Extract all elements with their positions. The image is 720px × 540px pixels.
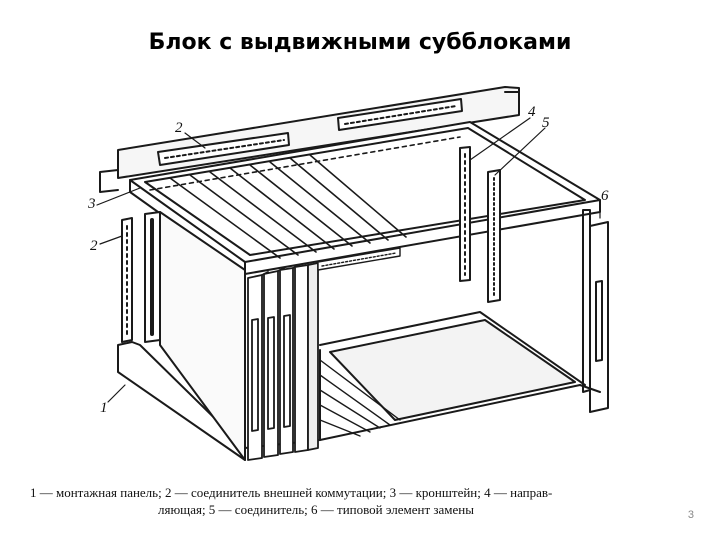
caption-line-1: 1 — монтажная панель; 2 — соединитель вн… <box>30 485 553 500</box>
label-4: 4 <box>528 104 536 120</box>
label-2-left: 2 <box>90 238 98 254</box>
label-6: 6 <box>601 188 609 204</box>
caption-line-2: ляющая; 5 — соединитель; 6 — типовой эле… <box>158 502 474 517</box>
label-1: 1 <box>100 400 108 416</box>
sub-blocks <box>247 262 319 461</box>
leader-lines <box>96 117 601 403</box>
top-guides <box>149 136 461 259</box>
slide-title: Блок с выдвижными субблоками <box>148 30 572 55</box>
label-2-top: 2 <box>175 120 183 136</box>
bottom-guides <box>319 359 401 437</box>
front-connector-strip <box>317 247 401 271</box>
label-5: 5 <box>542 115 550 131</box>
left-side-panel <box>159 211 246 461</box>
page-number: 3 <box>687 509 694 521</box>
label-3: 3 <box>87 196 96 212</box>
figure-caption: 1 — монтажная панель; 2 — соединитель вн… <box>30 484 690 518</box>
back-connectors <box>157 98 463 166</box>
right-front-post <box>582 209 609 413</box>
right-rear-posts <box>459 146 501 303</box>
